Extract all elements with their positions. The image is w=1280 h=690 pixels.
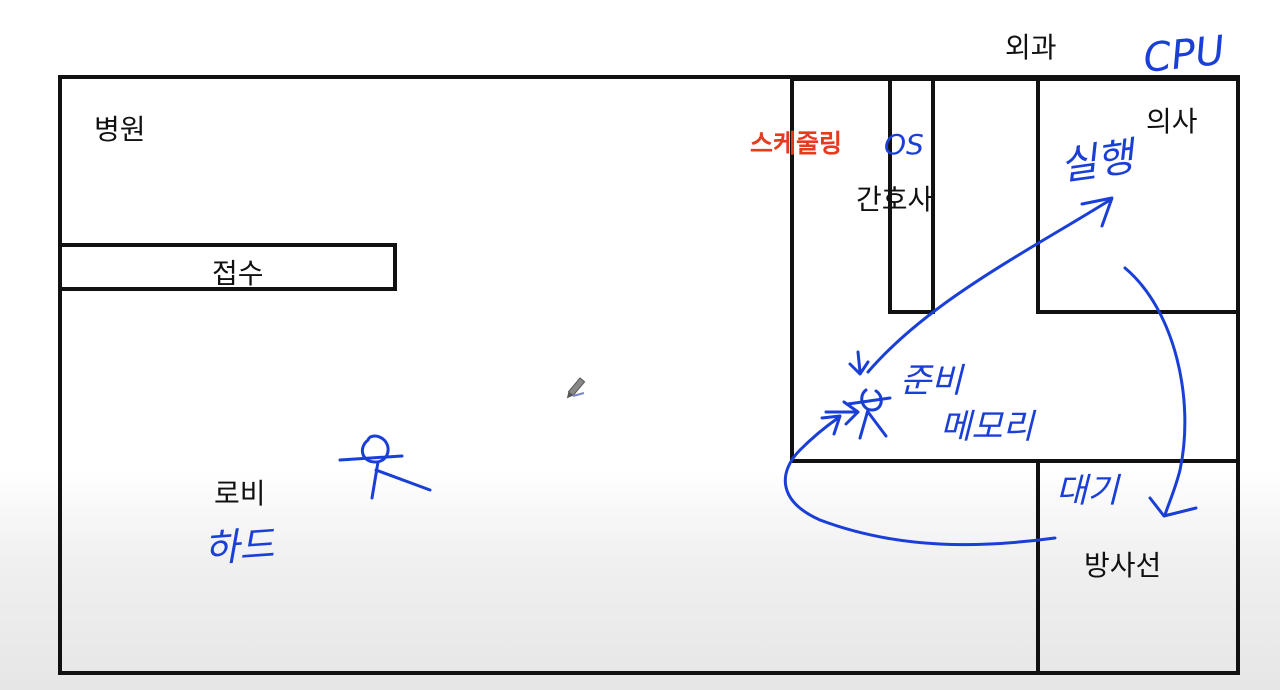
ready-note: 준비 [900, 361, 965, 401]
hard-note: 하드 [203, 522, 278, 571]
cpu-note: CPU [1141, 28, 1227, 82]
memory-note: 메모리 [940, 407, 1037, 447]
doctor-box [1036, 77, 1240, 314]
reception-label: 접수 [212, 257, 264, 290]
radiology-box [1036, 459, 1240, 675]
nurse-label: 간호사 [856, 183, 934, 216]
pen-cursor-icon [566, 377, 586, 399]
blue-ink [338, 196, 1198, 547]
radiology-label: 방사선 [1084, 549, 1162, 582]
surgery-label: 외과 [1005, 31, 1057, 64]
scheduling-label: 스케줄링 [750, 129, 843, 158]
wait-note: 대기 [1056, 471, 1121, 511]
ready-person-icon [824, 350, 892, 440]
doctor-label: 의사 [1146, 105, 1198, 138]
lobby-label: 로비 [214, 477, 266, 510]
hospital-label: 병원 [94, 113, 146, 146]
reception-box [58, 243, 397, 291]
pen-trace [572, 392, 585, 397]
arrow-run-to-wait [1123, 266, 1187, 517]
os-note: OS [884, 128, 924, 161]
floor-plan [58, 75, 1240, 675]
handwritten-labels: CPU OS 실행 준비 메모리 대기 하드 [203, 28, 1227, 571]
arrow-wait-to-ready [783, 416, 1057, 547]
run-note: 실행 [1057, 134, 1140, 190]
nurse-box [888, 77, 935, 314]
lobby-person-icon [338, 434, 432, 500]
arrow-ready-to-run [866, 198, 1112, 374]
